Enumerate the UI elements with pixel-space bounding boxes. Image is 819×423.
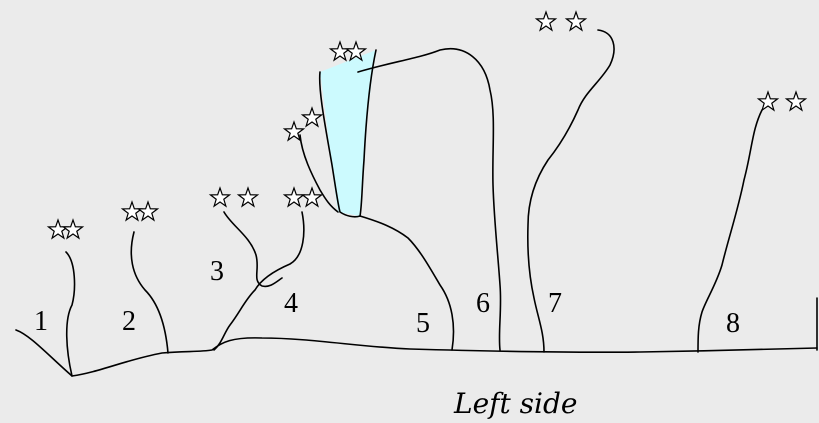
route-2-line [131, 232, 168, 353]
stars-route-3 [210, 188, 257, 206]
route-label-7: 7 [548, 288, 562, 319]
route-label-1: 1 [34, 306, 48, 337]
side-caption: Left side [453, 387, 578, 420]
route-label-5: 5 [416, 308, 430, 339]
stars-route-7 [536, 12, 585, 30]
route-label-6: 6 [476, 288, 490, 319]
route-label-8: 8 [726, 308, 740, 339]
stars-route-8 [758, 92, 805, 110]
route-1-line [66, 252, 74, 376]
stars-gully-top [330, 42, 365, 60]
route-label-4: 4 [284, 288, 298, 319]
route-7-line [528, 30, 614, 352]
stars-gully-branch [284, 108, 321, 140]
route-label-2: 2 [122, 306, 136, 337]
route-label-3: 3 [210, 256, 224, 287]
route-4-line [214, 212, 304, 350]
stars-route-1 [48, 220, 82, 238]
route-5-line [360, 216, 454, 350]
stars-route-4 [284, 188, 321, 206]
highlighted-gully [320, 50, 376, 216]
route-3-line [224, 212, 282, 286]
stars-route-2 [122, 202, 157, 220]
